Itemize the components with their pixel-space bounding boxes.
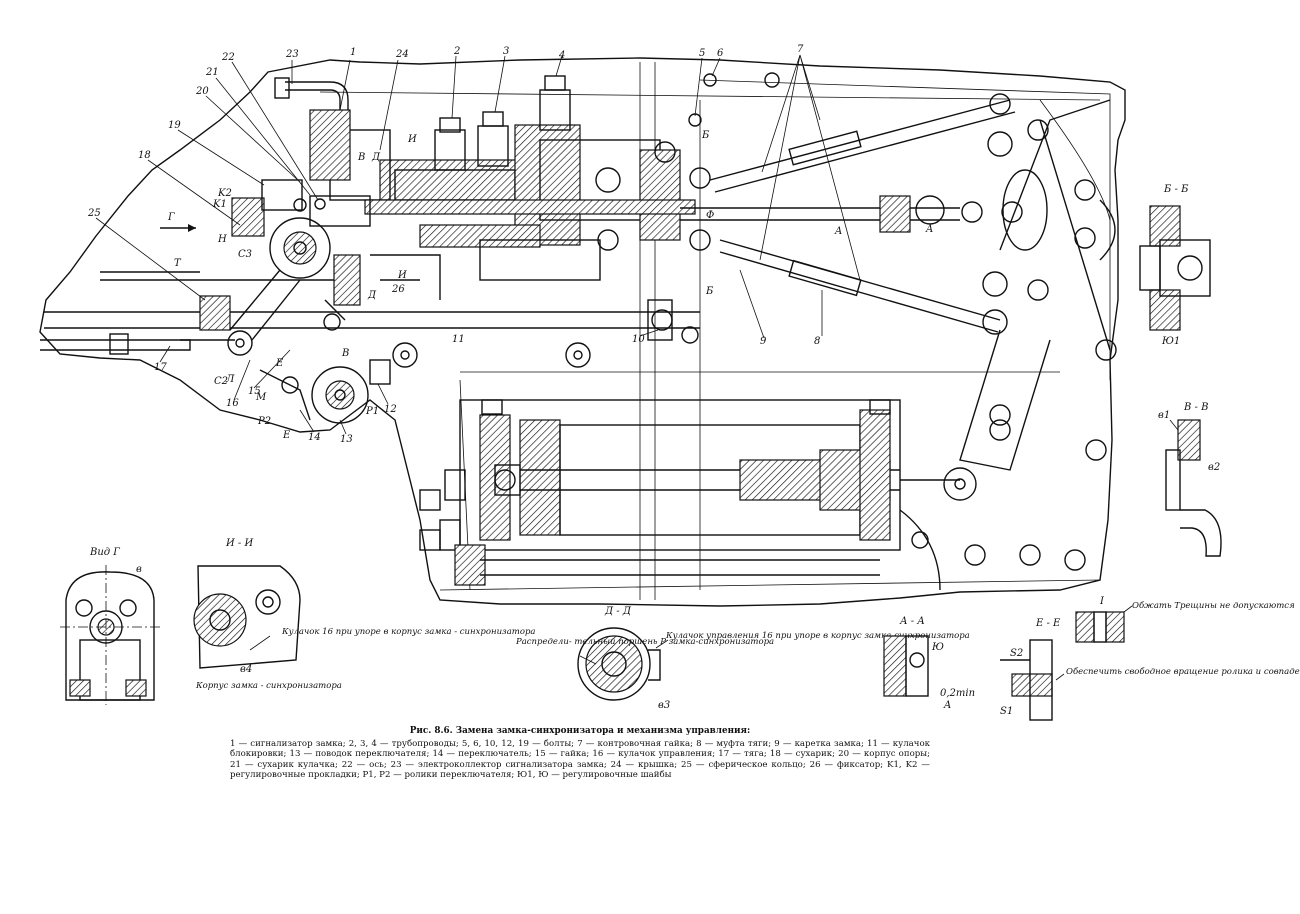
svg-text:Ю1: Ю1: [1161, 336, 1180, 347]
svg-text:H: H: [217, 234, 227, 245]
svg-text:Корпус замка - синхронизатора: Корпус замка - синхронизатора: [195, 681, 342, 691]
svg-text:S2: S2: [1010, 648, 1023, 659]
svg-text:Г: Г: [167, 212, 175, 223]
svg-text:A: A: [943, 700, 951, 711]
svg-text:Б: Б: [705, 286, 714, 297]
svg-text:В - В: В - В: [1183, 402, 1208, 413]
section-a-a: А - А Ю 0,2min A: [883, 616, 975, 711]
svg-text:K2: K2: [217, 188, 232, 199]
part-16: 16: [226, 398, 239, 409]
svg-text:P1: P1: [365, 406, 379, 417]
svg-text:В: В: [357, 152, 365, 163]
section-i-i: И - И Кулачок 16 при упоре в корпус замк…: [193, 538, 535, 691]
svg-text:Ф: Ф: [706, 210, 714, 221]
svg-text:S1: S1: [1000, 706, 1013, 717]
svg-text:Л: Л: [225, 374, 235, 385]
svg-text:в2: в2: [1208, 462, 1220, 473]
part-22: 22: [221, 52, 235, 63]
view-g: Вид Г в: [60, 547, 160, 705]
svg-text:A: A: [834, 226, 842, 237]
svg-text:E: E: [275, 358, 284, 369]
svg-text:в3: в3: [658, 700, 670, 711]
lower-cylinder: [392, 326, 1086, 591]
svg-text:в: в: [136, 564, 142, 575]
svg-text:И: И: [407, 134, 417, 145]
svg-text:T: T: [174, 258, 182, 269]
svg-text:E: E: [282, 430, 291, 441]
part-11: 11: [452, 334, 465, 345]
part-2: 2: [453, 46, 460, 57]
svg-text:в1: в1: [1158, 410, 1170, 421]
valve-block: [274, 72, 780, 281]
crimp-detail: I Обжать Трещины не допускаются: [1075, 596, 1295, 643]
part-1: 1: [350, 47, 356, 58]
svg-text:А - А: А - А: [899, 616, 925, 627]
svg-text:Ю: Ю: [931, 642, 944, 653]
part-23: 23: [285, 49, 299, 60]
part-6: 6: [717, 48, 724, 59]
svg-text:Е - Е: Е - Е: [1035, 618, 1061, 629]
svg-text:C2: C2: [214, 376, 228, 387]
part-12: 12: [384, 404, 397, 415]
section-v-v: В - В в1 в2: [1158, 402, 1222, 557]
part-8: 8: [814, 336, 820, 347]
part-5: 5: [699, 48, 705, 59]
part-15: 15: [248, 386, 261, 397]
svg-text:A: A: [925, 224, 933, 235]
part-number-labels: 23 1 24 2 3 4 5 6 7 8 9 10 11 12 13 14 1…: [87, 44, 861, 445]
svg-text:Д: Д: [367, 290, 377, 301]
part-18: 18: [138, 150, 151, 161]
part-3: 3: [503, 46, 509, 57]
svg-text:Обжать Трещины не допускаются: Обжать Трещины не допускаются: [1132, 600, 1295, 611]
svg-text:Кулачок управления 16 при упор: Кулачок управления 16 при упоре в корпус…: [665, 631, 970, 641]
left-mechanism: [229, 179, 441, 424]
main-shaft: [40, 271, 700, 356]
part-17: 17: [154, 362, 167, 373]
figure-caption: Рис. 8.6. Замена замка-синхронизатора и …: [230, 726, 930, 781]
section-e-e: Е - Е S2 S1 Обеспечить свободное вращени…: [1000, 618, 1300, 721]
svg-text:Д - Д: Д - Д: [604, 606, 632, 617]
svg-text:В: В: [341, 348, 349, 359]
figure-title: Рис. 8.6. Замена замка-синхронизатора и …: [409, 726, 751, 736]
svg-text:Обеспечить свободное вращение: Обеспечить свободное вращение ролика и с…: [1066, 666, 1300, 677]
letter-markers: K2 K1 H C3 C2 Л M P1 P2 E E Г T И И В В …: [160, 130, 933, 441]
svg-text:K1: K1: [212, 199, 227, 210]
part-10: 10: [632, 334, 645, 345]
svg-text:Распредели- тельный поршень Р: Распредели- тельный поршень Р замка-синх…: [515, 637, 774, 647]
svg-text:Б - Б: Б - Б: [1163, 184, 1189, 195]
part-24: 24: [395, 49, 409, 60]
part-7: 7: [797, 44, 804, 55]
section-d-d: Д - Д Распредели- тельный поршень Р замк…: [515, 606, 970, 711]
svg-text:в4: в4: [240, 664, 252, 675]
part-4: 4: [558, 50, 565, 61]
section-b-b: Б - Б Ю1: [1139, 184, 1211, 347]
svg-text:I: I: [1099, 596, 1105, 607]
svg-text:C3: C3: [238, 249, 252, 260]
svg-text:Б: Б: [701, 130, 710, 141]
figure-legend: 1 — сигнализатор замка; 2, 3, 4 — трубоп…: [230, 738, 930, 781]
part-9: 9: [760, 336, 767, 347]
svg-text:И - И: И - И: [225, 538, 253, 549]
part-26: 26: [391, 284, 405, 295]
svg-text:И: И: [397, 270, 407, 281]
svg-text:Кулачок 16 при упоре в корпус: Кулачок 16 при упоре в корпус замка - си…: [281, 627, 535, 637]
part-14: 14: [308, 432, 321, 443]
svg-text:0,2min: 0,2min: [940, 688, 975, 699]
right-linkage: [680, 93, 1117, 471]
part-19: 19: [168, 120, 181, 131]
part-21: 21: [205, 67, 219, 78]
part-20: 20: [195, 86, 209, 97]
part-25: 25: [87, 208, 101, 219]
svg-text:Д: Д: [371, 152, 381, 163]
svg-text:P2: P2: [257, 416, 271, 427]
svg-text:Вид Г: Вид Г: [89, 547, 120, 558]
svg-text:M: M: [255, 392, 267, 403]
part-13: 13: [340, 434, 353, 445]
